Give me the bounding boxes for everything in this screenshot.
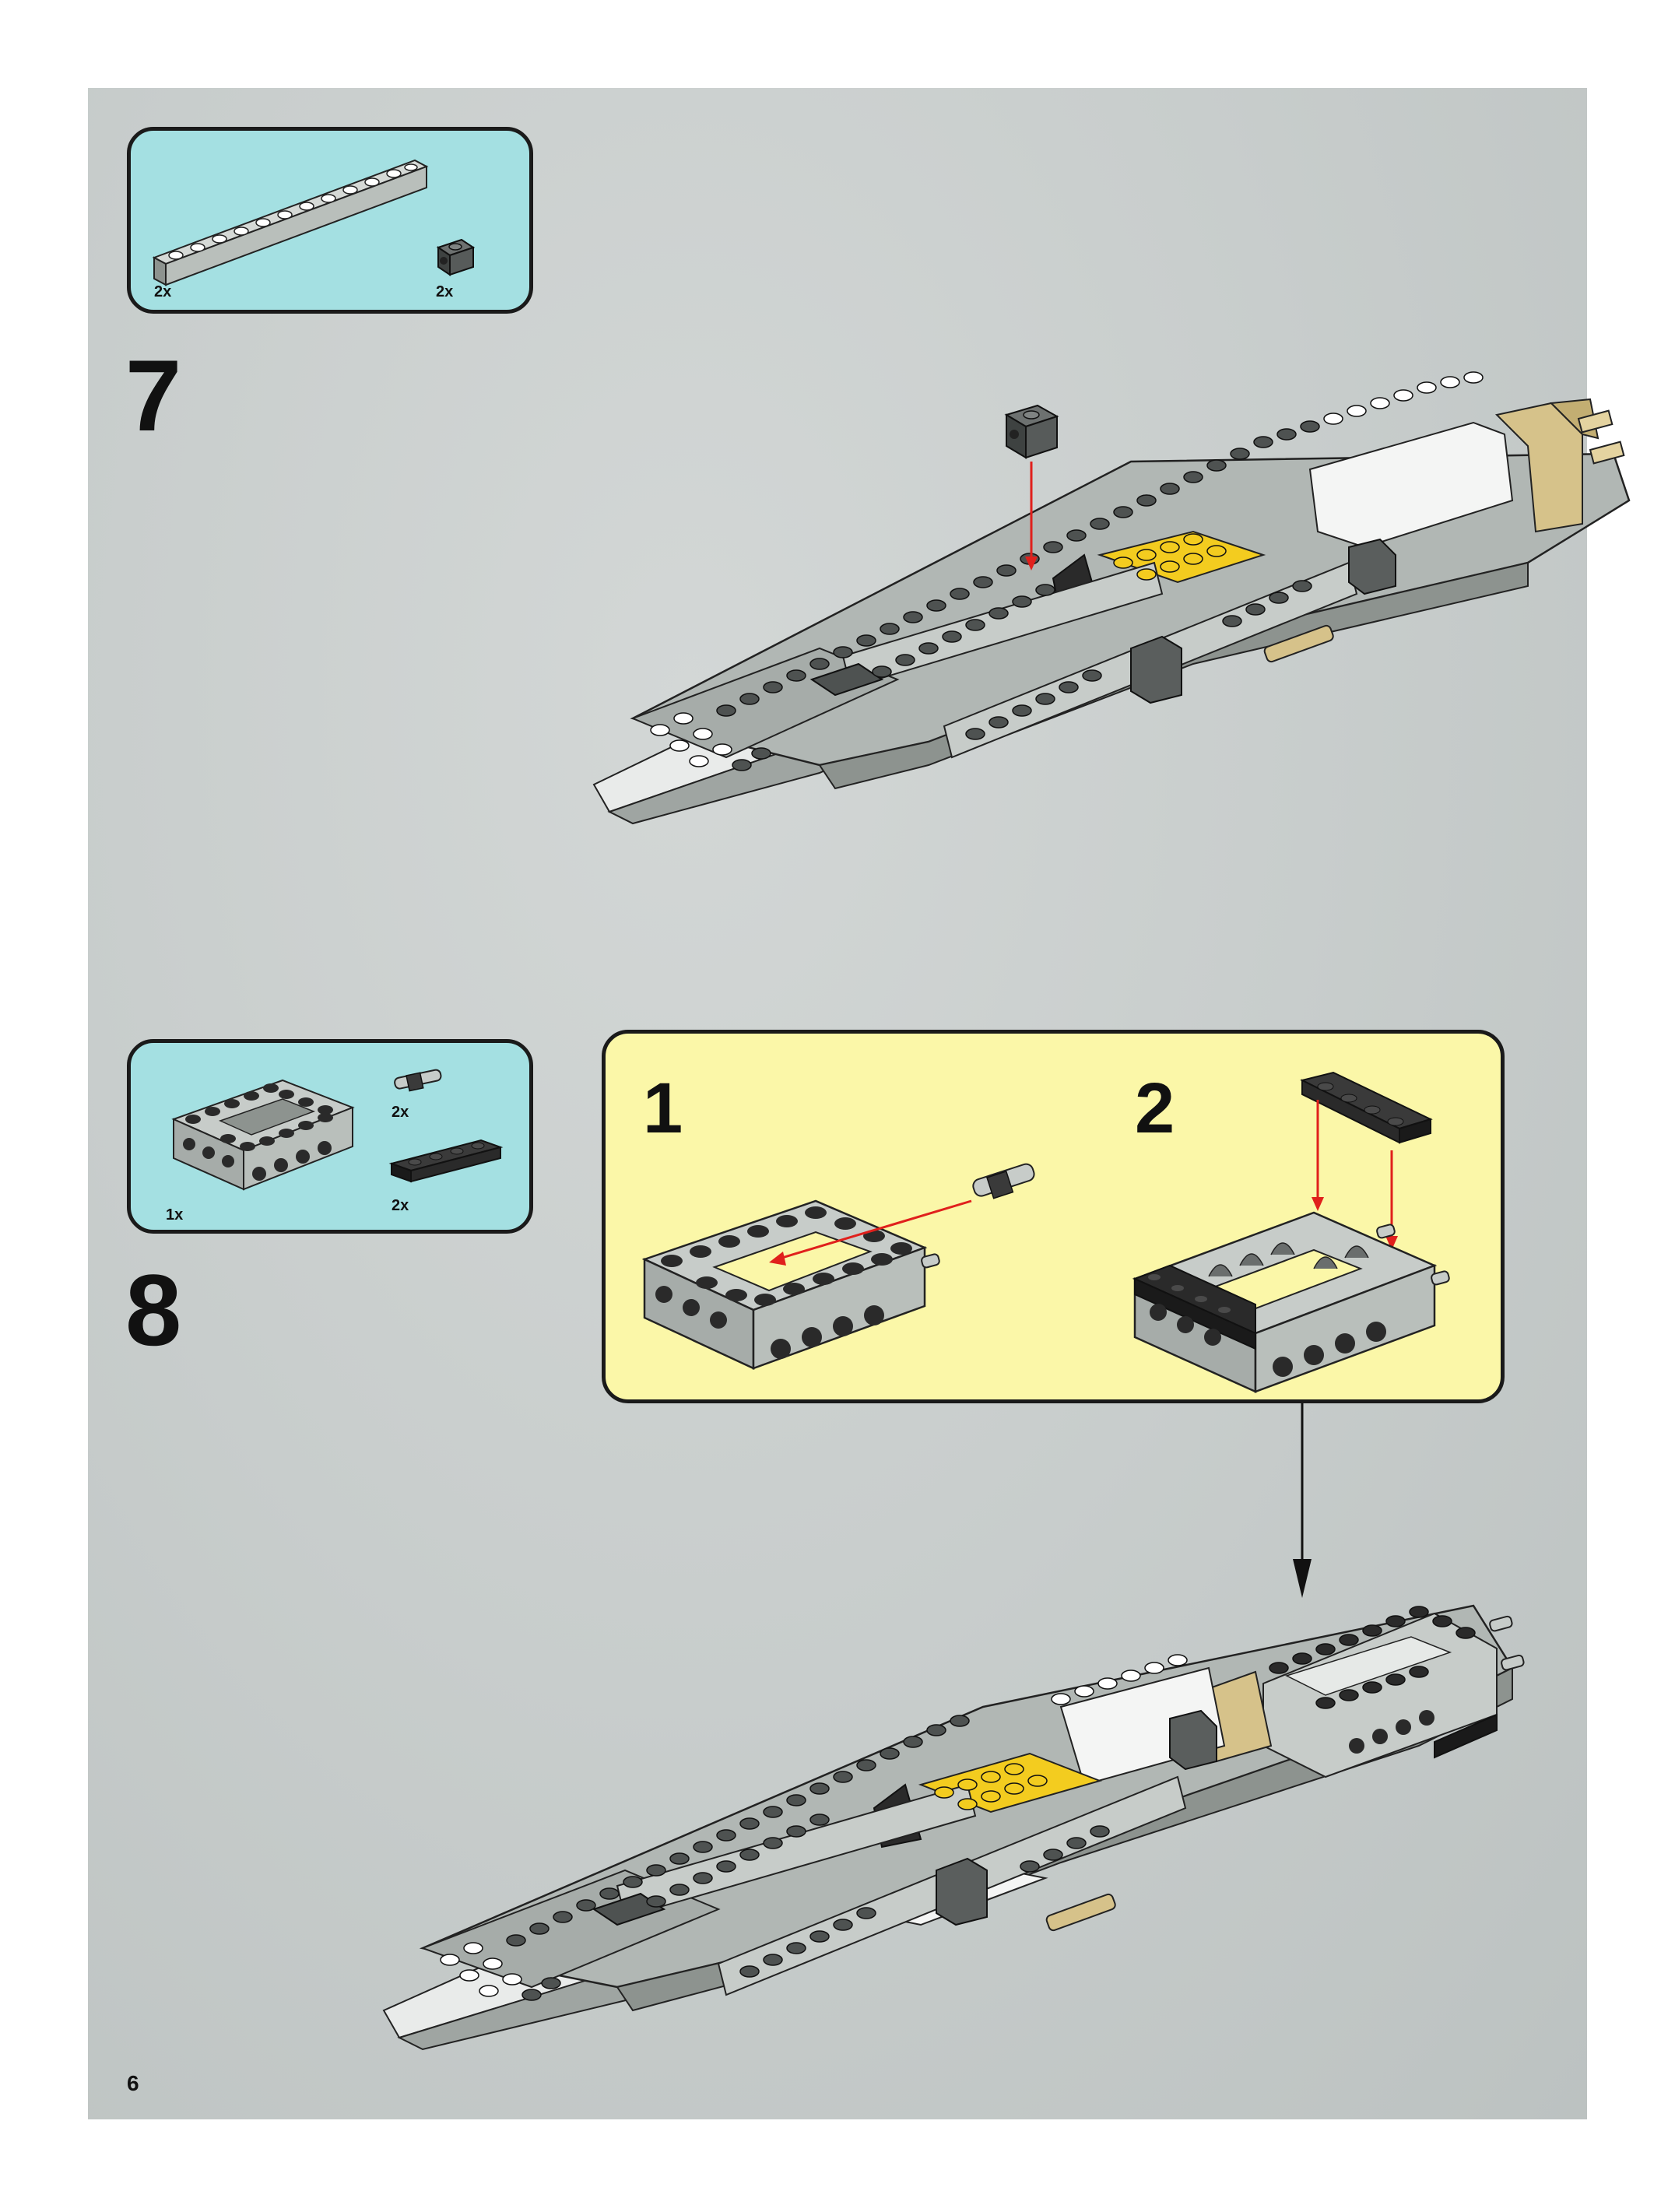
step-number: 8 xyxy=(125,1259,181,1361)
plate-1x4-black-image xyxy=(388,1136,512,1191)
substep-number: 1 xyxy=(643,1073,683,1144)
step-7-model-image xyxy=(493,306,1660,851)
step-8-parts-callout: 1x 2x 2x xyxy=(127,1039,533,1234)
part-qty-label: 1x xyxy=(166,1206,183,1224)
page-number: 6 xyxy=(127,2071,139,2096)
step-8-model-image xyxy=(283,1512,1606,2057)
step-7-new-brick xyxy=(1006,406,1057,458)
brick-1x1-side-stud-dark-gray-image xyxy=(434,236,481,283)
part-qty-label: 2x xyxy=(154,283,171,301)
part-qty-label: 2x xyxy=(436,283,453,301)
instruction-page: 2x 2x 7 xyxy=(88,88,1587,2119)
part-qty-label: 2x xyxy=(392,1197,409,1215)
pin-connector-being-inserted xyxy=(971,1162,1036,1198)
black-plate-being-placed xyxy=(1302,1073,1431,1143)
technic-pin-connector-image xyxy=(388,1068,450,1099)
part-qty-label: 2x xyxy=(392,1104,409,1122)
step-8-subassembly-callout: 1 2 xyxy=(602,1030,1505,1403)
brick-1x12-light-gray-image xyxy=(146,137,458,293)
technic-frame-2x4-light-gray-image xyxy=(166,1065,368,1205)
substep-2-image xyxy=(1135,1065,1508,1399)
step-number: 7 xyxy=(125,345,181,446)
step-7-parts-callout: 2x 2x xyxy=(127,127,533,314)
substep-1-image xyxy=(637,1143,1041,1392)
